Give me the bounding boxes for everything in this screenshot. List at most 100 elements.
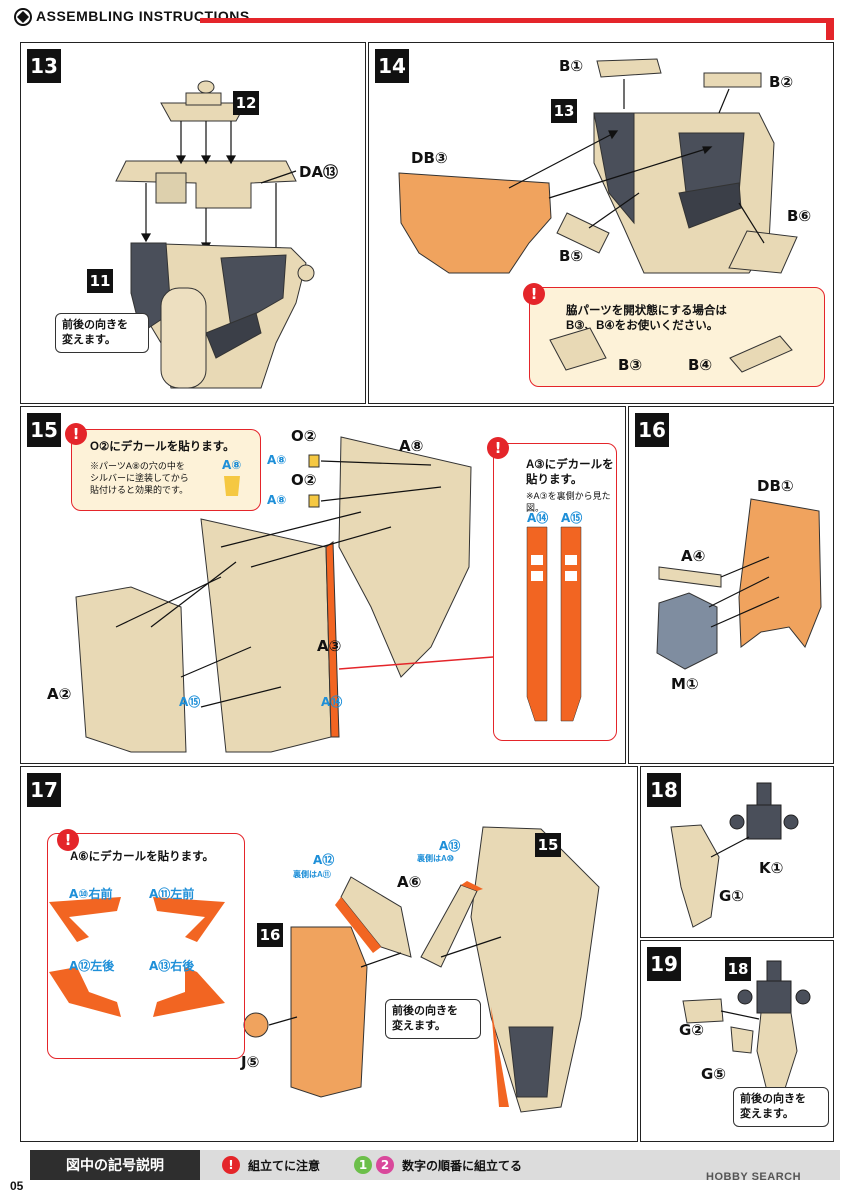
orientation-note: 前後の向きを 変えます。 — [55, 313, 149, 353]
ref-part-12: 12 — [233, 91, 259, 115]
part-label-G1: G① — [719, 887, 745, 905]
step-number: 19 — [647, 947, 681, 981]
note-line: 変えます。 — [740, 1108, 794, 1120]
part-label-A2: A② — [47, 685, 72, 703]
part-label-A8: A⑧ — [399, 437, 424, 455]
part-label-K1: K① — [759, 859, 784, 877]
decal-label-A8: A⑧ — [222, 458, 242, 472]
part-label-J5: J⑤ — [241, 1053, 260, 1071]
ref-part-16: 16 — [257, 923, 283, 947]
warning-line: A③にデカールを — [526, 459, 614, 471]
decal-box-A3: A③にデカールを 貼ります。 ※A③を裏側から見た図。 — [493, 443, 617, 741]
part-label-O2-b: O② — [291, 471, 317, 489]
warning-box: 脇パーツを開状態にする場合は B③、B④をお使いください。 B③ B④ — [529, 287, 825, 387]
step-18-panel: 18 K① G① — [640, 766, 834, 938]
step-number: 14 — [375, 49, 409, 83]
caution-icon: ! — [523, 283, 545, 305]
alt-parts-illustration — [549, 327, 793, 373]
part-label-B1: B① — [559, 57, 584, 75]
warning-text: 脇パーツを開状態にする場合は B③、B④をお使いください。 — [566, 304, 727, 334]
step-16-panel: 16 DB① A④ M① — [628, 406, 834, 764]
warning-text: A③にデカールを 貼ります。 — [526, 458, 614, 488]
part-label-A4: A④ — [681, 547, 706, 565]
header-rule — [200, 18, 834, 23]
step-18-illustration — [670, 782, 799, 928]
step-17-illustration — [49, 826, 600, 1113]
note-line: 変えます。 — [62, 334, 116, 346]
decal-label-A14-strip: A⑭ — [527, 511, 549, 525]
orientation-note: 前後の向きを 変えます。 — [385, 999, 481, 1039]
warning-subtext: ※A③を裏側から見た図。 — [526, 491, 611, 513]
decal-label-A10: A⑩右前 — [69, 887, 113, 901]
warning-line: 貼ります。 — [526, 474, 583, 486]
step-13-panel: 13 12 11 DA⑬ 前後の向きを 変えます。 — [20, 42, 366, 404]
ref-part-13: 13 — [551, 99, 577, 123]
warning-line: 貼付けると効果的です。 — [90, 485, 189, 495]
note-line: 前後の向きを — [62, 319, 128, 331]
page-header: ASSEMBLING INSTRUCTIONS — [0, 0, 850, 40]
decal-box-A6: A⑥にデカールを貼ります。 — [47, 833, 245, 1059]
ref-part-15: 15 — [535, 833, 561, 857]
order-one-icon: 1 — [354, 1156, 372, 1174]
warning-text: O②にデカールを貼ります。 — [90, 441, 235, 453]
legend-title: 図中の記号説明 — [30, 1150, 200, 1180]
step-number: 18 — [647, 773, 681, 807]
decal-label-A13-top: A⑬ — [439, 839, 461, 853]
caution-icon: ! — [57, 829, 79, 851]
warning-line: B③、B④をお使いください。 — [566, 320, 719, 332]
part-label-G2: G② — [679, 1021, 705, 1039]
step-14-panel: 14 13 B① B② DB③ B⑤ B⑥ 脇パーツを開状態にする場合は B③、… — [368, 42, 834, 404]
part-label-G5: G⑤ — [701, 1065, 727, 1083]
decal-label-A12: A⑫左後 — [69, 959, 115, 973]
part-label-A3: A③ — [317, 637, 342, 655]
legend-order-text: 数字の順番に組立てる — [402, 1159, 523, 1173]
ref-part-11: 11 — [87, 269, 113, 293]
decal-back-A11: 裏側はA⑪ — [293, 870, 331, 879]
step-number: 17 — [27, 773, 61, 807]
ref-part-18: 18 — [725, 957, 751, 981]
step-number: 15 — [27, 413, 61, 447]
part-label-B4: B④ — [688, 356, 713, 374]
warning-line: 脇パーツを開状態にする場合は — [566, 305, 727, 317]
step-number: 16 — [635, 413, 669, 447]
caution-icon: ! — [487, 437, 509, 459]
decal-label-A15: A⑮ — [179, 695, 201, 709]
part-label-B6: B⑥ — [787, 207, 812, 225]
warning-line: シルバーに塗装してから — [90, 473, 189, 483]
warning-text: A⑥にデカールを貼ります。 — [70, 851, 214, 863]
step-15-illustration — [75, 436, 582, 753]
decal-swatch — [224, 476, 240, 496]
orientation-note: 前後の向きを 変えます。 — [733, 1087, 829, 1127]
decal-label-A12-top: A⑫ — [313, 853, 335, 867]
part-label-B3: B③ — [618, 356, 643, 374]
step-19-panel: 19 18 G② G⑤ 前後の向きを 変えます。 — [640, 940, 834, 1142]
watermark-brand: HOBBY SEARCH — [706, 1171, 802, 1183]
part-label-B2: B② — [769, 73, 794, 91]
step-19-illustration — [682, 960, 811, 1102]
warning-line: ※パーツA⑧の穴の中を — [90, 461, 185, 471]
step-17-panel: 17 A⑥にデカールを貼ります。 ! A⑩右前 A⑪左前 A⑫左後 A⑬右後 A… — [20, 766, 638, 1142]
page-number: 05 — [10, 1179, 24, 1193]
step-number: 13 — [27, 49, 61, 83]
decal-label-A11: A⑪左前 — [149, 887, 195, 901]
caution-icon: ! — [222, 1156, 240, 1174]
decal-label-A13: A⑬右後 — [149, 959, 195, 973]
decal-label-A15-strip: A⑮ — [561, 511, 583, 525]
part-label-B5: B⑤ — [559, 247, 584, 265]
part-label-DB3: DB③ — [411, 149, 448, 167]
order-two-icon: 2 — [376, 1156, 394, 1174]
caution-icon: ! — [65, 423, 87, 445]
page-title: ASSEMBLING INSTRUCTIONS — [36, 8, 250, 24]
warning-subtext: ※パーツA⑧の穴の中を シルバーに塗装してから 貼付けると効果的です。 — [90, 460, 189, 496]
decal-back-A10: 裏側はA⑩ — [417, 854, 454, 863]
part-label-O2-a: O② — [291, 427, 317, 445]
note-line: 前後の向きを — [392, 1005, 458, 1017]
decal-label-A8-b: A⑧ — [267, 493, 287, 507]
decal-label-A8-a: A⑧ — [267, 453, 287, 467]
note-line: 前後の向きを — [740, 1093, 806, 1105]
step-15-panel: 15 A③にデカールを — [20, 406, 626, 764]
part-label-M1: M① — [671, 675, 699, 693]
emblem-icon — [14, 8, 32, 26]
header-rule-end — [826, 18, 834, 40]
step-13-illustration — [115, 80, 315, 389]
